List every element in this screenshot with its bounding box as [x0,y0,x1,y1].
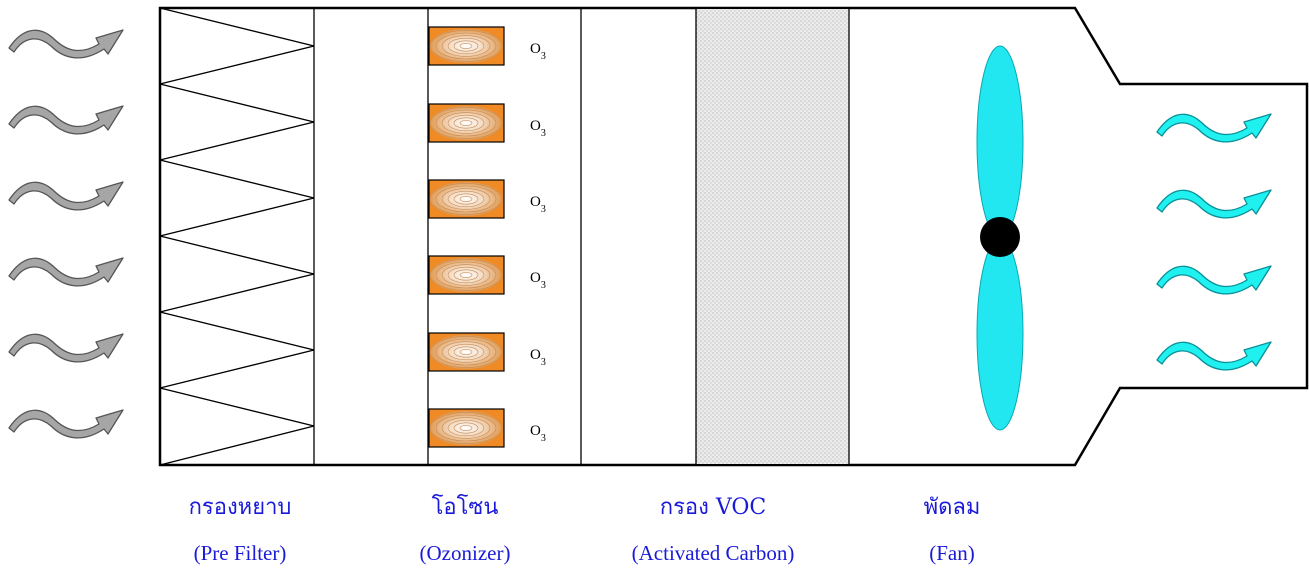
outlet-arrow-icon [1156,113,1272,143]
outlet-arrows [1156,113,1272,371]
ozone-symbol: O3 [530,423,546,444]
ozone-symbol: O3 [530,194,546,215]
intake-arrow-icon [8,409,124,439]
ozone-lamp-icon: O3 [428,255,546,295]
intake-arrow-icon [8,333,124,363]
outlet-arrow-icon [1156,341,1272,371]
ozone-lamp-icon: O3 [428,26,546,66]
ozone-lamp-icon: O3 [428,332,546,372]
intake-arrow-icon [8,257,124,287]
prefilter-sublabel: (Pre Filter) [193,541,287,565]
outlet-arrow-icon [1156,189,1272,219]
fan-label: พัดลม [923,495,981,520]
fan-blade-bottom [976,237,1024,431]
intake-arrow-icon [8,105,124,135]
intake-arrow-icon [8,181,124,211]
ozonizer-label: โอโซน [431,495,499,520]
housing-outline [158,6,1309,467]
voc-filter-sublabel: (Activated Carbon) [631,541,795,565]
fan-sublabel: (Fan) [929,541,975,565]
fan-hub [980,217,1020,257]
ozone-symbol: O3 [530,118,546,139]
ozonizer-sublabel: (Ozonizer) [419,541,511,565]
voc-filter-label: กรอง VOC [659,495,767,520]
ozone-symbol: O3 [530,41,546,62]
prefilter-label: กรองหยาบ [188,495,292,520]
fan-blade-top [976,45,1024,239]
intake-arrow-icon [8,29,124,59]
intake-arrows [8,29,124,439]
fan-icon [976,45,1024,431]
ozone-symbol: O3 [530,270,546,291]
section-dividers [313,8,850,465]
ozone-symbol: O3 [530,347,546,368]
prefilter-pleats [159,7,315,466]
ozone-lamp-icon: O3 [428,179,546,219]
ozone-lamp-icon: O3 [428,408,546,448]
outlet-arrow-icon [1156,265,1272,295]
ozone-lamp-icon: O3 [428,103,546,143]
carbon-filter [696,9,849,464]
